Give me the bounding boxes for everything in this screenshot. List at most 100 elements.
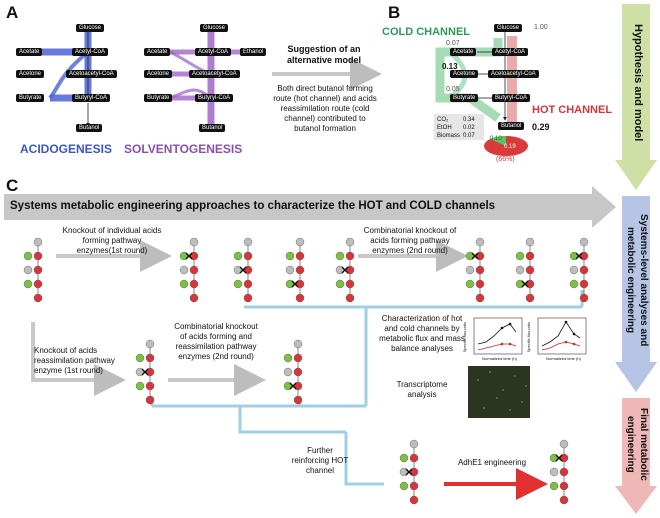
metabolite-node: [465, 279, 475, 289]
metabolite-node: [283, 367, 293, 377]
blue-connector-lines: [150, 290, 584, 486]
suggestion-body: Both direct butanol forming route (hot c…: [273, 84, 377, 133]
metabolite-node: [293, 395, 303, 405]
metabolite-node: [335, 251, 345, 261]
metabolite-node: [409, 481, 419, 491]
metabolite-node: [285, 279, 295, 289]
metabolite-node: [179, 279, 189, 289]
metabolite-node: [295, 265, 305, 275]
metabolite-node: [33, 279, 43, 289]
node-butanol: Butanol: [498, 122, 525, 130]
metabolite-node: [189, 293, 199, 303]
flux-glucose: 1.00: [534, 24, 548, 31]
metabolite-node: [525, 237, 535, 247]
metabolite-node: [189, 251, 199, 261]
metabolite-node: [189, 279, 199, 289]
metabolite-node: [345, 279, 355, 289]
step-ko-comb-reassimilation: Combinatorial knockout of acids forming …: [174, 322, 258, 361]
knockout-mark: [141, 368, 149, 376]
knockout-mark: [405, 468, 413, 476]
metabolite-node: [33, 237, 43, 247]
node-acetate: Acetate: [450, 48, 477, 56]
knockout-mark: [239, 266, 247, 274]
metabolite-node: [33, 293, 43, 303]
node-butanol: Butanol: [199, 124, 226, 132]
metabolite-node: [243, 237, 253, 247]
metabolite-node: [475, 237, 485, 247]
flux-butyrate: 0.05: [446, 86, 460, 93]
strain-pathway-glyph: [179, 237, 199, 303]
mini-chart-left: [473, 317, 523, 355]
metabolite-node: [135, 353, 145, 363]
metabolite-node: [293, 353, 303, 363]
strain-pathway-glyph: [283, 339, 303, 405]
metabolite-node: [515, 251, 525, 261]
metabolite-node: [559, 439, 569, 449]
knockout-mark: [185, 252, 193, 260]
transcriptome-image: [468, 366, 530, 418]
metabolite-node: [475, 293, 485, 303]
strain-pathway-glyph: [399, 439, 419, 505]
strain-pathway-glyph: [23, 237, 43, 303]
metabolite-node: [515, 265, 525, 275]
acidogenesis-flux-highlight: [35, 28, 92, 102]
mini-chart-left-ylabel: Specific flux ratio: [462, 322, 467, 353]
side-arrow-systems: [615, 196, 657, 392]
metabolite-node: [145, 395, 155, 405]
strain-pathway-glyph: [515, 237, 535, 303]
knockout-mark: [291, 280, 299, 288]
metabolite-node: [295, 293, 305, 303]
strain-glyph-group: [23, 237, 589, 505]
node-ethanol: Ethanol: [240, 48, 267, 56]
metabolite-node: [345, 237, 355, 247]
metabolite-node: [399, 467, 409, 477]
byproduct-flux-box: [434, 114, 484, 140]
metabolite-node: [409, 439, 419, 449]
metabolite-node: [33, 251, 43, 261]
pie-hot-share: 0.19: [504, 144, 516, 150]
metabolite-node: [525, 265, 535, 275]
metabolite-node: [33, 265, 43, 275]
strain-pathway-glyph: [465, 237, 485, 303]
metabolite-node: [475, 251, 485, 261]
node-butyrate: Butyrate: [450, 94, 479, 102]
metabolite-node: [399, 453, 409, 463]
node-glucose: Glucose: [494, 24, 523, 32]
metabolite-node: [579, 279, 589, 289]
step-reinforcing: Further reinforcing HOT channel: [291, 446, 349, 475]
flux-butanol: 0.29: [532, 122, 550, 132]
node-acetyl-coa: Acetyl-CoA: [72, 48, 109, 56]
node-butyryl-coa: Butyryl-CoA: [195, 94, 234, 102]
metabolite-node: [293, 339, 303, 349]
metabolite-node: [295, 251, 305, 261]
metabolite-node: [179, 251, 189, 261]
strain-pathway-glyph: [569, 237, 589, 303]
metabolite-node: [23, 279, 33, 289]
metabolite-node: [295, 237, 305, 247]
metabolite-node: [569, 265, 579, 275]
metabolite-node: [145, 367, 155, 377]
node-butyrate: Butyrate: [144, 94, 173, 102]
metabolite-node: [579, 237, 589, 247]
metabolite-node: [285, 251, 295, 261]
metabolite-node: [23, 251, 33, 261]
metabolite-node: [559, 481, 569, 491]
node-butyryl-coa: Butyryl-CoA: [492, 94, 531, 102]
step-ko-reassimilation: Knockout of acids reassimilation pathway…: [34, 346, 115, 375]
metabolite-node: [475, 279, 485, 289]
knockout-mark: [341, 266, 349, 274]
metabolite-node: [145, 353, 155, 363]
metabolite-node: [559, 495, 569, 505]
panel-letter-a: A: [6, 3, 19, 22]
metabolite-node: [335, 265, 345, 275]
metabolite-node: [465, 251, 475, 261]
metabolite-node: [23, 265, 33, 275]
node-acetone: Acetone: [16, 70, 45, 78]
butanol-channel-pie: [484, 135, 528, 156]
metabolite-node: [243, 265, 253, 275]
node-acetoacetyl-coa: Acetoacetyl-CoA: [66, 70, 117, 78]
node-acetate: Acetate: [16, 48, 43, 56]
side-arrow-hypothesis: [615, 4, 657, 190]
metabolite-node: [295, 279, 305, 289]
metabolite-node: [135, 367, 145, 377]
